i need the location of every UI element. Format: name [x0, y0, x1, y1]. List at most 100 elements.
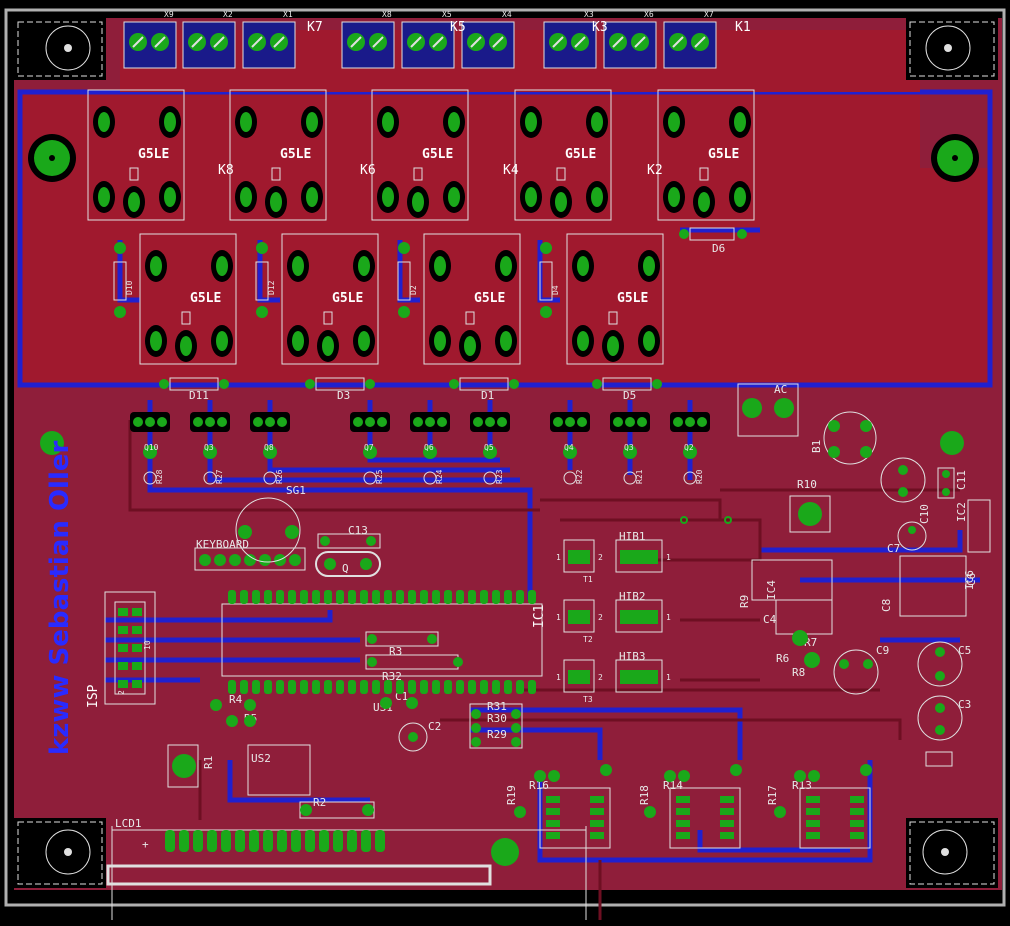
mounting-holes	[28, 134, 979, 866]
label-r6: R6	[776, 652, 789, 665]
relay-part-label: G5LE	[138, 147, 169, 162]
pin-label: 1	[666, 553, 671, 562]
label-keyboard: KEYBOARD	[196, 538, 249, 551]
lcd-header: +	[106, 826, 587, 920]
relay-part-label: G5LE	[617, 291, 648, 306]
label-d11: D11	[189, 389, 209, 402]
label-r10: R10	[797, 478, 817, 491]
label-t3: T3	[583, 695, 593, 704]
relay: G5LE	[281, 233, 379, 365]
resistor-label: R22	[575, 469, 584, 484]
analog-section	[680, 383, 991, 767]
label-c6: C6	[965, 573, 978, 586]
label-t1: T1	[583, 575, 593, 584]
transistor-label: Q5	[484, 443, 494, 452]
opamp-module	[774, 764, 872, 849]
label-ic2: IC2	[955, 502, 968, 522]
relay-part-label: G5LE	[422, 147, 453, 162]
mcu-chip	[221, 590, 543, 694]
diode: D10	[113, 242, 134, 318]
relay: G5LE	[657, 89, 755, 221]
board-outline	[4, 8, 1006, 907]
label-t2: T2	[583, 635, 593, 644]
diode-label: D2	[409, 285, 418, 295]
diode-label: D4	[551, 285, 560, 295]
label-r17: R17	[766, 785, 779, 805]
diode: D2	[397, 242, 418, 318]
isp-pin-2: 2	[117, 690, 126, 695]
label-sg1: SG1	[286, 484, 306, 497]
relay: G5LE	[514, 89, 612, 221]
top-traces	[128, 420, 960, 920]
opamp-modules	[514, 764, 872, 849]
terminal-x7: X7	[663, 10, 717, 69]
label-r29: R29	[487, 728, 507, 741]
label-r14: R14	[663, 779, 683, 792]
label-k4: K4	[503, 163, 519, 178]
label-k1: K1	[735, 20, 751, 35]
isp-pin-10: 10	[143, 640, 152, 650]
diode	[592, 377, 662, 391]
label-r8: R8	[792, 666, 805, 679]
terminal-x6: X6	[603, 10, 657, 69]
diode	[679, 227, 747, 241]
terminal-label: X4	[502, 10, 512, 19]
resistor-label: R20	[695, 469, 704, 484]
label-d1: D1	[481, 389, 494, 402]
opamp-module	[514, 764, 612, 849]
pin-label: 2	[598, 673, 603, 682]
label-k5: K5	[450, 20, 466, 35]
label-b1: B1	[810, 440, 823, 453]
label-r13: R13	[792, 779, 812, 792]
relay-part-label: G5LE	[280, 147, 311, 162]
bottom-traces	[105, 227, 980, 863]
label-hib1: HIB1	[619, 530, 646, 543]
label-r3: R3	[389, 645, 402, 658]
pin-label: 2	[598, 553, 603, 562]
terminal-x2: X2	[182, 10, 236, 69]
pin-label: 1	[556, 553, 561, 562]
label-k6: K6	[360, 163, 376, 178]
terminal-x1: X1	[242, 10, 296, 69]
terminal-label: X9	[164, 10, 174, 19]
transistor-label: Q6	[424, 443, 434, 452]
terminal-strip-area	[120, 30, 920, 92]
resistor-label: R24	[435, 469, 444, 484]
terminal-label: X6	[644, 10, 654, 19]
small-parts	[167, 631, 523, 819]
label-r31: R31	[487, 700, 507, 713]
label-lcd1: LCD1	[115, 817, 142, 830]
terminal-label: X1	[283, 10, 293, 19]
label-q: Q	[342, 562, 349, 575]
credit-text: kzww Sebastian Oller	[45, 440, 75, 755]
corner-mounts	[14, 18, 998, 888]
terminal-label: X3	[584, 10, 594, 19]
label-c8: C8	[880, 599, 893, 612]
label-d6: D6	[712, 242, 725, 255]
resistor-label: R25	[375, 469, 384, 484]
diode	[305, 377, 375, 391]
label-d3: D3	[337, 389, 350, 402]
transistor-label: Q4	[564, 443, 574, 452]
terminal-x5: X5	[401, 10, 455, 69]
label-k2: K2	[647, 163, 663, 178]
pin-label: 1	[556, 613, 561, 622]
pin-label: 1	[556, 673, 561, 682]
label-r19: R19	[505, 785, 518, 805]
relay-part-label: G5LE	[190, 291, 221, 306]
label-d5: D5	[623, 389, 636, 402]
relay: G5LE	[229, 89, 327, 221]
relay-part-label: G5LE	[474, 291, 505, 306]
terminal-x4: X4	[461, 10, 515, 69]
label-ic6: IC6	[963, 570, 976, 590]
